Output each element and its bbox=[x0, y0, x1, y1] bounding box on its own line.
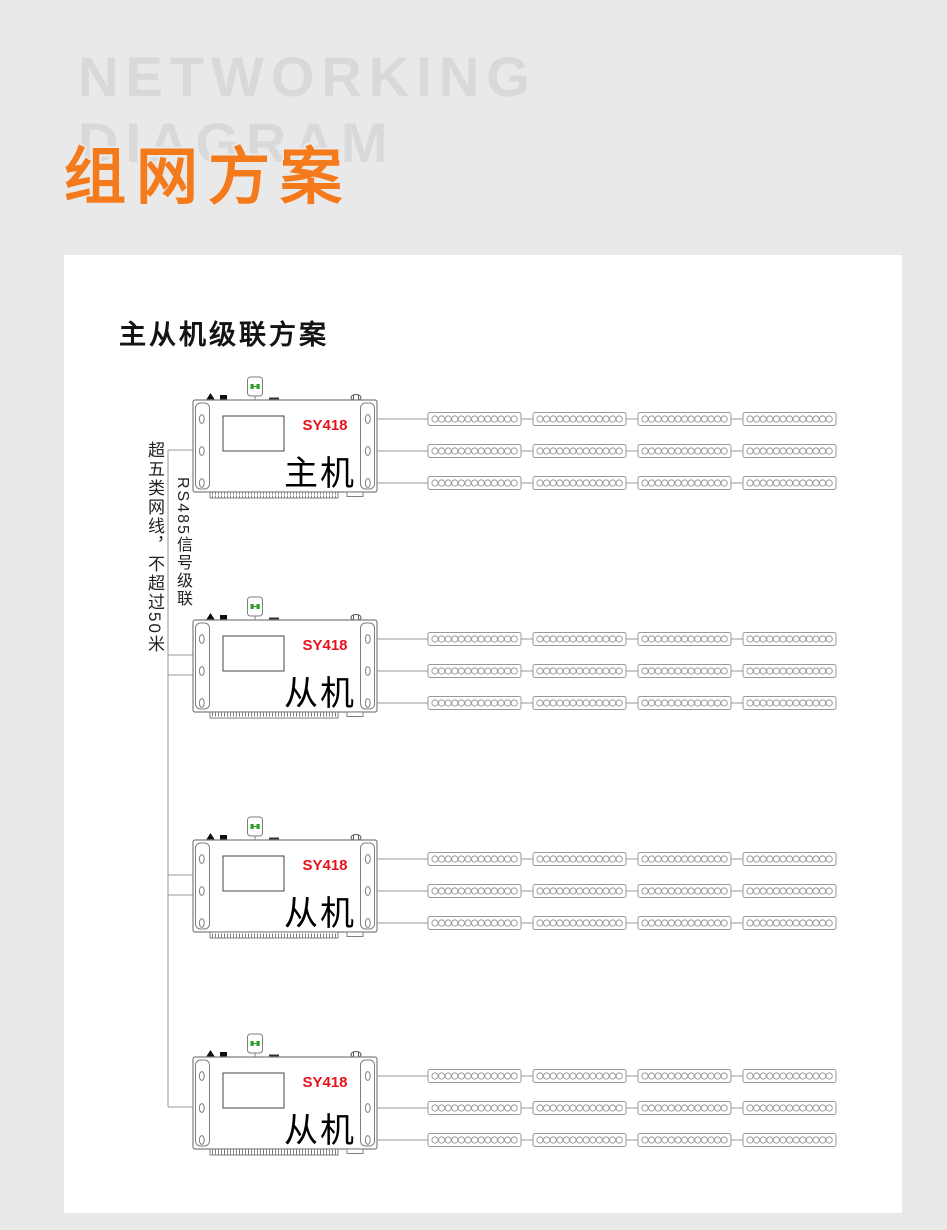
led-strip-chain bbox=[377, 852, 837, 866]
led-strip bbox=[742, 696, 837, 710]
antenna-and-connectors bbox=[206, 833, 362, 841]
device-role-label: 主机 bbox=[284, 455, 356, 493]
led-strip bbox=[742, 1069, 837, 1083]
led-strip bbox=[742, 664, 837, 678]
led-strip bbox=[532, 1069, 627, 1083]
led-strip-chain bbox=[377, 632, 837, 646]
led-strip bbox=[637, 476, 732, 490]
led-strip bbox=[532, 884, 627, 898]
antenna-and-connectors bbox=[206, 393, 362, 401]
watermark-line1: NETWORKING bbox=[78, 45, 537, 108]
device-role-label: 从机 bbox=[284, 895, 356, 933]
device-model-label: SY418 bbox=[302, 1074, 347, 1091]
led-strip bbox=[427, 1133, 522, 1147]
slave-controller-1: SY418 从机 bbox=[192, 596, 837, 719]
led-strip bbox=[427, 1101, 522, 1115]
led-strip bbox=[742, 444, 837, 458]
power-plug-icon bbox=[247, 376, 263, 400]
led-strip bbox=[427, 852, 522, 866]
led-strip bbox=[742, 632, 837, 646]
led-strip bbox=[742, 884, 837, 898]
watermark-line2: DIAGRAM bbox=[78, 111, 395, 174]
device-role-label: 从机 bbox=[284, 1112, 356, 1150]
led-strip bbox=[637, 632, 732, 646]
led-strip bbox=[532, 916, 627, 930]
device-model-label: SY418 bbox=[302, 637, 347, 654]
slave-controller-3: SY418 从机 bbox=[192, 1033, 837, 1156]
led-strip bbox=[637, 852, 732, 866]
led-strip bbox=[637, 884, 732, 898]
led-strip bbox=[532, 1101, 627, 1115]
led-strip bbox=[532, 632, 627, 646]
led-strip bbox=[637, 444, 732, 458]
device-model-label: SY418 bbox=[302, 417, 347, 434]
antenna-and-connectors bbox=[206, 613, 362, 621]
led-strip bbox=[637, 664, 732, 678]
led-strip-chain bbox=[377, 1133, 837, 1147]
terminal-block bbox=[209, 1148, 339, 1156]
led-strip-chain bbox=[377, 476, 837, 490]
led-strip bbox=[637, 1133, 732, 1147]
led-strip-chain bbox=[377, 916, 837, 930]
terminal-block bbox=[209, 711, 339, 719]
led-strip bbox=[742, 1133, 837, 1147]
led-strip bbox=[427, 476, 522, 490]
display-window bbox=[222, 415, 285, 452]
led-strip bbox=[742, 852, 837, 866]
device-model-label: SY418 bbox=[302, 857, 347, 874]
led-strip bbox=[532, 412, 627, 426]
power-plug-icon bbox=[247, 1033, 263, 1057]
led-strip-chain bbox=[377, 884, 837, 898]
led-strip bbox=[427, 444, 522, 458]
led-strip-chain bbox=[377, 664, 837, 678]
led-strip bbox=[637, 1069, 732, 1083]
led-strip bbox=[742, 1101, 837, 1115]
led-strip bbox=[742, 476, 837, 490]
led-strip-chain bbox=[377, 1101, 837, 1115]
led-strip bbox=[427, 696, 522, 710]
terminal-block bbox=[209, 491, 339, 499]
power-plug-icon bbox=[247, 816, 263, 840]
led-strip bbox=[532, 852, 627, 866]
led-strip bbox=[427, 412, 522, 426]
antenna-and-connectors bbox=[206, 1050, 362, 1058]
display-window bbox=[222, 855, 285, 892]
led-strip bbox=[427, 1069, 522, 1083]
slave-controller-2: SY418 从机 bbox=[192, 816, 837, 939]
led-strip bbox=[637, 696, 732, 710]
rs485-cascade-label: RS485信号级联 bbox=[174, 477, 191, 608]
led-strip bbox=[427, 884, 522, 898]
led-strip bbox=[427, 632, 522, 646]
led-strip bbox=[742, 412, 837, 426]
led-strip bbox=[532, 476, 627, 490]
cascade-diagram: SY418 主机 SY418 从机 SY418 从机 SY418 从机 bbox=[167, 376, 837, 1156]
rs485-cascade-line bbox=[167, 449, 195, 1108]
led-strip bbox=[637, 412, 732, 426]
led-strip bbox=[742, 916, 837, 930]
led-strip bbox=[637, 1101, 732, 1115]
display-window bbox=[222, 1072, 285, 1109]
cable-type-label: 超五类网线，不超过50米 bbox=[145, 441, 164, 654]
led-strip-chain bbox=[377, 444, 837, 458]
page-title: 组网方案 bbox=[64, 143, 353, 212]
led-strip-chain bbox=[377, 412, 837, 426]
led-strip bbox=[532, 1133, 627, 1147]
led-strip bbox=[427, 916, 522, 930]
led-strip bbox=[427, 664, 522, 678]
led-strip bbox=[532, 664, 627, 678]
terminal-block bbox=[209, 931, 339, 939]
led-strip bbox=[532, 444, 627, 458]
led-strip-chain bbox=[377, 696, 837, 710]
watermark-text: NETWORKING DIAGRAM bbox=[78, 44, 537, 176]
master-controller: SY418 主机 bbox=[192, 376, 837, 499]
led-strip bbox=[532, 696, 627, 710]
device-role-label: 从机 bbox=[284, 675, 356, 713]
led-strip-chain bbox=[377, 1069, 837, 1083]
led-strip bbox=[637, 916, 732, 930]
power-plug-icon bbox=[247, 596, 263, 620]
section-heading: 主从机级联方案 bbox=[119, 320, 329, 350]
display-window bbox=[222, 635, 285, 672]
